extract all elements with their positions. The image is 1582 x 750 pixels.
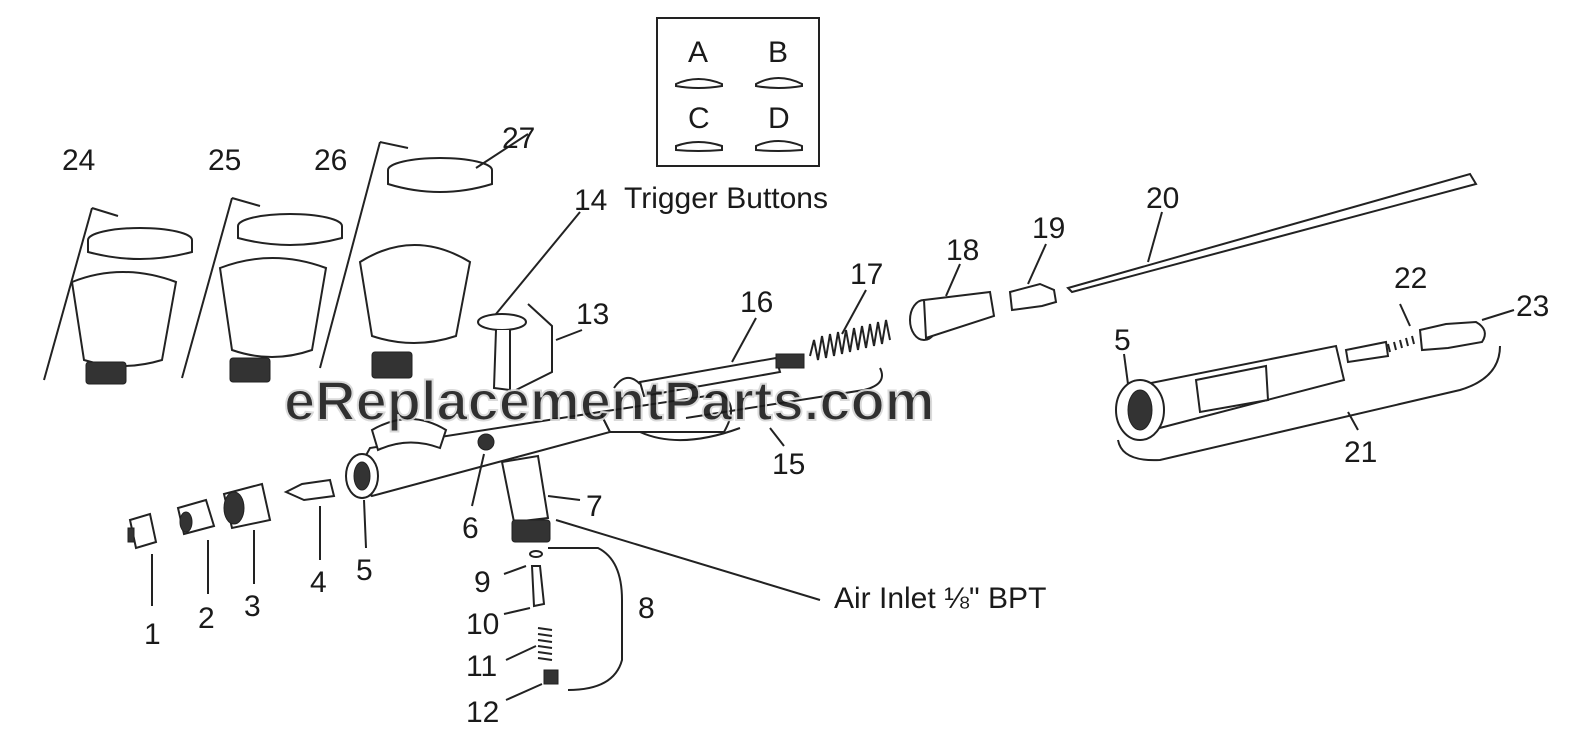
callout-16: 16 [740, 286, 773, 319]
callout-10: 10 [466, 608, 499, 641]
button-shape-d [755, 140, 803, 152]
callout-25: 25 [208, 144, 241, 177]
callout-11: 11 [466, 650, 497, 683]
callout-17: 17 [850, 258, 883, 291]
button-letter-c: C [688, 102, 710, 135]
callout-23: 23 [1516, 290, 1549, 323]
watermark: eReplacementParts.com [284, 369, 935, 432]
front-parts [127, 478, 336, 550]
callout-24: 24 [62, 144, 95, 177]
cup-25 [181, 197, 343, 383]
trigger-buttons-caption: Trigger Buttons [624, 182, 828, 215]
button-letter-d: D [768, 102, 790, 135]
callout-4: 4 [310, 566, 327, 599]
air-inlet-label: Air Inlet ⅛" BPT [834, 582, 1046, 615]
callout-2: 2 [198, 602, 215, 635]
callout-22: 22 [1394, 262, 1427, 295]
callout-18: 18 [946, 234, 979, 267]
callout-6: 6 [462, 512, 479, 545]
trigger-buttons-legend: A B C D Trigger Buttons [624, 17, 828, 215]
callout-5-handle: 5 [1114, 324, 1131, 357]
callout-13: 13 [576, 298, 609, 331]
callout-7: 7 [586, 490, 603, 523]
button-shape-a [675, 78, 723, 89]
callout-9: 9 [474, 566, 491, 599]
callout-1: 1 [144, 618, 161, 651]
button-shape-c [675, 141, 723, 152]
callout-27: 27 [502, 122, 535, 155]
callout-21: 21 [1344, 436, 1377, 469]
button-letter-a: A [688, 36, 708, 69]
button-letter-b: B [768, 36, 788, 69]
air-valve-parts [529, 547, 623, 691]
callout-3: 3 [244, 590, 261, 623]
leader-lines [151, 133, 1515, 701]
callout-8: 8 [638, 592, 655, 625]
callout-5: 5 [356, 554, 373, 587]
callout-20: 20 [1146, 182, 1179, 215]
callout-19: 19 [1032, 212, 1065, 245]
handle-assembly [1115, 320, 1501, 462]
cup-26 [319, 141, 493, 379]
needle-assembly [638, 172, 1478, 419]
callout-12: 12 [466, 696, 499, 729]
callout-26: 26 [314, 144, 347, 177]
callout-14: 14 [574, 184, 607, 217]
callout-15: 15 [772, 448, 805, 481]
cup-24 [43, 207, 193, 385]
callout-numbers: 1 2 3 4 5 6 7 8 9 10 11 12 13 14 15 16 1… [62, 122, 1549, 729]
button-shape-b [755, 77, 803, 89]
legend-box [656, 17, 820, 167]
